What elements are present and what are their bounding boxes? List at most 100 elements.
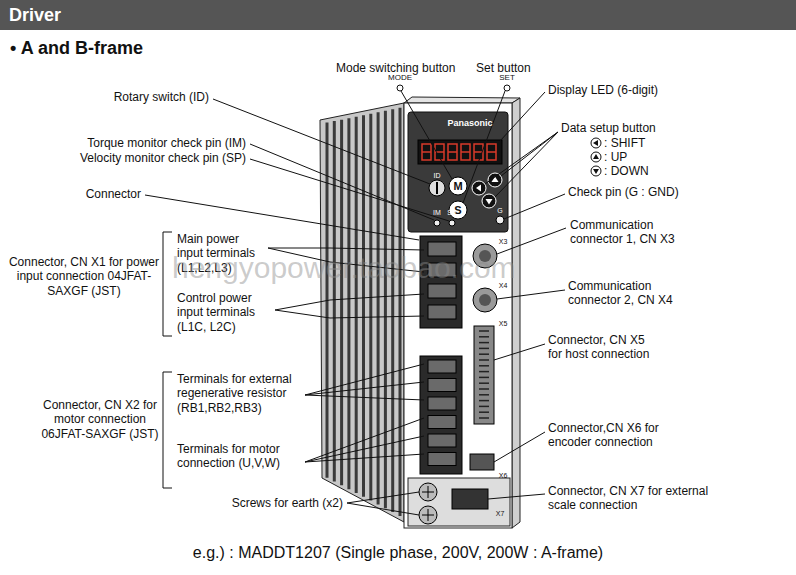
pin — [479, 417, 489, 419]
leader-line — [275, 310, 424, 318]
port-marking: X7 — [496, 510, 505, 517]
panel-marking: IM — [433, 209, 441, 216]
leader-line — [305, 382, 424, 395]
port-marking: X5 — [499, 320, 508, 327]
led-segment — [448, 151, 457, 153]
title: Driver — [9, 5, 61, 27]
leader-line — [275, 294, 424, 310]
pin — [479, 406, 489, 408]
leader-line — [485, 132, 558, 184]
shift-arrow — [476, 185, 481, 192]
x2-terminals — [428, 360, 456, 466]
pin — [479, 377, 489, 379]
watermark: hengyopower.taobao.com — [172, 250, 516, 286]
mode-mark — [397, 85, 403, 91]
part-name: Torque monitor check pin (IM) — [87, 136, 246, 150]
cn-x6 — [470, 454, 494, 470]
leader-line — [494, 344, 545, 360]
part-name: Rotary switch (ID) — [114, 90, 209, 104]
part-name: Connector,CN X6 for encoder connection — [548, 421, 676, 450]
shift-icon — [591, 138, 601, 148]
led-segment — [461, 151, 470, 153]
pin — [479, 365, 489, 367]
shift-button — [472, 181, 486, 195]
button-name: : UP — [604, 150, 627, 164]
leader-line — [501, 132, 558, 176]
leader-line — [250, 159, 449, 221]
title-band — [0, 0, 796, 30]
display-led — [418, 140, 502, 164]
terminal — [428, 284, 456, 298]
down-arrow — [486, 199, 493, 205]
down-button — [482, 194, 496, 208]
bracket — [163, 372, 172, 488]
down-icon-arrow — [593, 169, 599, 174]
pin — [479, 336, 489, 338]
leader-line — [250, 144, 434, 220]
terminal — [428, 379, 456, 392]
port-marking: X3 — [499, 238, 508, 245]
part-name: Terminals for motor connection (U,V,W) — [177, 442, 295, 471]
leader-line — [305, 364, 424, 395]
panel-marking: G — [497, 207, 502, 214]
leader-line — [494, 432, 545, 462]
fin — [333, 121, 336, 481]
shift-icon-arrow — [593, 140, 598, 146]
terminal — [428, 416, 456, 429]
pin — [479, 359, 489, 361]
rotary-switch — [429, 180, 445, 196]
terminal — [428, 397, 456, 410]
led-digit — [448, 144, 457, 160]
up-icon — [591, 152, 601, 162]
screw-cross — [422, 509, 434, 521]
cn-x5 — [474, 326, 494, 424]
port-marking: X4 — [499, 282, 508, 289]
part-name: Communication connector 1, CN X3 — [570, 218, 690, 247]
bottom-plate — [408, 478, 510, 526]
control-panel — [408, 112, 508, 232]
button-name: : SHIFT — [604, 136, 645, 150]
pin — [479, 411, 489, 413]
pin — [479, 348, 489, 350]
pin — [479, 371, 489, 373]
button-marking: M — [453, 181, 462, 192]
screw-cross — [422, 486, 434, 498]
leader-line — [497, 228, 566, 254]
button-marking: MODE — [388, 74, 412, 82]
cn-x7 — [452, 489, 488, 509]
part-name: Connector, CN X5 for host connection — [548, 333, 656, 362]
up-icon-arrow — [593, 154, 599, 159]
button-marking: SET — [499, 74, 515, 82]
brand-marking: Panasonic — [447, 119, 492, 128]
pin — [479, 394, 489, 396]
led-segment — [487, 151, 496, 153]
pin — [479, 382, 489, 384]
fin — [347, 118, 350, 489]
part-name: Communication connector 2, CN X4 — [568, 279, 688, 308]
part-name: Connector, CN X1 for power input connect… — [3, 255, 165, 298]
leader-line — [488, 494, 545, 499]
frame-heading: • A and B-frame — [10, 38, 143, 60]
pin — [479, 342, 489, 344]
mode-button — [449, 177, 467, 195]
part-name: Connector, CN X7 for external scale conn… — [548, 484, 723, 513]
front-face — [404, 103, 512, 528]
cn-x4-socket — [479, 294, 491, 306]
cn-x2 — [420, 356, 462, 474]
part-name: Velocity monitor check pin (SP) — [80, 151, 246, 165]
part-name: Data setup button — [561, 121, 656, 135]
leader-line — [504, 194, 565, 219]
leader-line — [401, 91, 452, 179]
earth-screw — [419, 483, 437, 501]
part-name: Connector, CN X2 for motor connection 06… — [37, 398, 163, 441]
leader-line — [497, 290, 565, 299]
button-name: : DOWN — [604, 164, 649, 178]
rotary-slot — [436, 182, 438, 194]
part-name: Check pin (G : GND) — [568, 185, 679, 199]
bracket — [163, 232, 172, 336]
fin — [340, 120, 343, 486]
fin — [355, 117, 358, 493]
leader-line — [268, 248, 424, 250]
part-name: Screws for earth (x2) — [232, 496, 343, 510]
